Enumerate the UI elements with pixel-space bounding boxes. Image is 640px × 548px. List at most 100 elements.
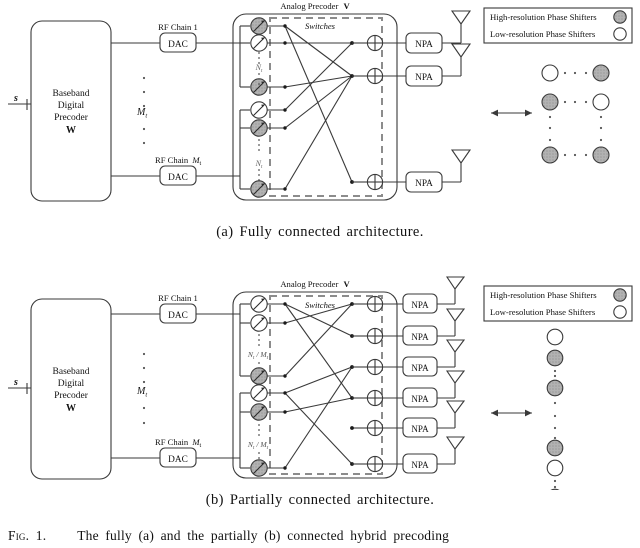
vertical-ellipsis-dots xyxy=(258,334,260,459)
figure-caption: Fig. 1. The fully (a) and the partially … xyxy=(0,528,640,548)
antenna-icon xyxy=(450,43,472,58)
legend-low-res-label: Low-resolution Phase Shifters xyxy=(490,29,596,39)
array-cell-high-res xyxy=(546,439,564,457)
array-cell-high-res xyxy=(541,146,559,164)
phase-shifter-high-res xyxy=(250,78,268,96)
analog-precoder-title: Analog Precoder V xyxy=(280,279,350,289)
input-signal-label: s xyxy=(13,93,18,104)
dac-label-bottom: DAC xyxy=(168,173,188,183)
summing-junction xyxy=(366,67,384,85)
baseband-label-line1: Baseband xyxy=(53,367,90,377)
legend-low-res-swatch xyxy=(613,27,627,41)
phase-shifter-high-res xyxy=(250,367,268,385)
summing-junction xyxy=(366,295,384,313)
npa-label: NPA xyxy=(411,332,429,342)
stream-count-label: Mt xyxy=(136,107,147,120)
npa-label: NPA xyxy=(415,73,433,83)
rf-chain-last-label: RF Chain Mt xyxy=(155,437,202,449)
switch-node-dot xyxy=(283,24,354,191)
antenna-icon xyxy=(445,436,466,450)
antenna-icon xyxy=(445,339,466,353)
array-cell-low-res xyxy=(541,64,559,82)
array-cell-high-res xyxy=(546,349,564,367)
subfigure-caption-a: (a) Fully connected architecture. xyxy=(216,224,424,240)
legend-high-res-label: High-resolution Phase Shifters xyxy=(490,290,597,300)
array-cell-low-res xyxy=(546,459,564,477)
phase-shifter-low-res xyxy=(250,295,268,313)
antenna-icon xyxy=(445,370,466,384)
input-signal-label: s xyxy=(13,377,18,388)
array-cell-high-res xyxy=(592,64,610,82)
legend-box-b xyxy=(483,285,633,322)
baseband-precoder-box xyxy=(30,298,112,480)
array-scale-arrow-b xyxy=(491,409,532,417)
phase-shifter-high-res xyxy=(250,119,268,137)
baseband-label-line3: Precoder xyxy=(54,391,89,401)
npa-label: NPA xyxy=(411,424,429,434)
legend-box-a xyxy=(483,7,633,44)
switch-node-dot xyxy=(350,426,354,430)
summing-junction xyxy=(366,327,384,345)
rf-chain-ellipsis xyxy=(142,76,146,145)
array-cell-high-res xyxy=(541,93,559,111)
baseband-label-line3: Precoder xyxy=(54,113,89,123)
dac-label-top: DAC xyxy=(168,40,188,50)
baseband-label-line2: Digital xyxy=(58,379,85,389)
subfigure-caption-b: (b) Partially connected architecture. xyxy=(205,492,435,508)
fully-connected-architecture-diagram: s Baseband Digital Precoder W Mt RF Chai… xyxy=(8,1,633,202)
summing-junction xyxy=(366,173,384,191)
switch-crossing-lines xyxy=(284,25,353,190)
antenna-count-label-g2: Nt xyxy=(255,159,263,170)
switches-label: Switches xyxy=(305,21,336,31)
array-cell-low-res xyxy=(546,328,564,346)
partially-connected-architecture-diagram: s Baseband Digital Precoder W Mt RF Chai… xyxy=(8,276,633,490)
npa-label: NPA xyxy=(415,179,433,189)
phase-shifter-high-res xyxy=(250,17,268,35)
figure-caption-text: The fully (a) and the partially (b) conn… xyxy=(77,528,450,543)
switch-crossing-lines xyxy=(284,303,353,469)
legend-low-res-label: Low-resolution Phase Shifters xyxy=(490,307,596,317)
legend-high-res-swatch xyxy=(613,10,627,24)
summing-junction xyxy=(366,455,384,473)
phase-shifter-low-res xyxy=(250,384,268,402)
switches-label: Switches xyxy=(305,300,336,310)
rf-chain-last-label: RF Chain Mt xyxy=(155,155,202,167)
summing-junction xyxy=(366,389,384,407)
switches-dashed-box xyxy=(269,17,383,197)
antenna-count-label-g1: Nt xyxy=(255,63,263,74)
baseband-label-line1: Baseband xyxy=(53,89,90,99)
summing-junction xyxy=(366,358,384,376)
rf-chain-ellipsis xyxy=(142,352,146,425)
legend-high-res-label: High-resolution Phase Shifters xyxy=(490,12,597,22)
antenna-count-label-g2: Nt / Mt xyxy=(247,440,269,451)
phase-shifter-group-2 xyxy=(250,384,268,477)
phase-shifter-group-1 xyxy=(250,17,268,96)
array-cell-high-res xyxy=(550,488,560,490)
analog-precoder-box xyxy=(232,291,398,479)
vertical-ellipsis-dots xyxy=(258,52,260,181)
summing-junction xyxy=(366,419,384,437)
baseband-precoder-box xyxy=(30,20,112,202)
figure-caption-label: Fig. 1. xyxy=(8,528,47,543)
baseband-matrix-label: W xyxy=(66,403,76,414)
analog-precoder-box xyxy=(232,13,398,201)
legend-low-res-swatch xyxy=(613,305,627,319)
summing-junction xyxy=(366,34,384,52)
array-cell-low-res xyxy=(592,93,610,111)
rf-chain-first-label: RF Chain 1 xyxy=(158,22,198,32)
phase-shifter-low-res xyxy=(250,101,268,119)
rf-chain-first-label: RF Chain 1 xyxy=(158,293,198,303)
phase-shifter-high-res xyxy=(250,403,268,421)
phase-shifter-low-res xyxy=(250,34,268,52)
antenna-icon xyxy=(450,149,472,164)
antenna-icon xyxy=(445,276,466,290)
analog-precoder-title: Analog Precoder V xyxy=(280,1,350,11)
antenna-icon xyxy=(445,400,466,414)
array-scale-arrow-a xyxy=(491,109,532,117)
stream-count-label: Mt xyxy=(136,386,147,399)
array-cell-high-res xyxy=(592,146,610,164)
array-cell-high-res xyxy=(546,379,564,397)
baseband-label-line2: Digital xyxy=(58,101,85,111)
dac-label-top: DAC xyxy=(168,311,188,321)
